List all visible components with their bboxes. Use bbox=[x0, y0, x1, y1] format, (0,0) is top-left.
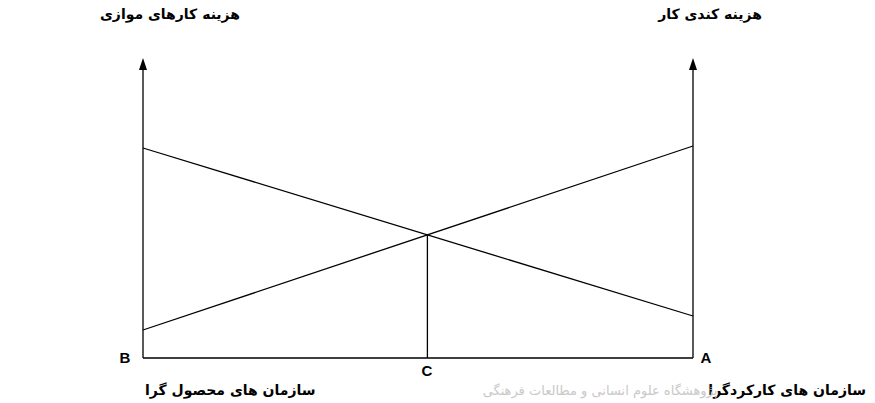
watermark: پژوهشگاه علوم انسانی و مطالعات فرهنگی bbox=[483, 383, 718, 399]
axis-title: هزینه کارهای موازی bbox=[100, 6, 240, 23]
base-axis bbox=[143, 357, 693, 358]
point-letter: C bbox=[422, 362, 433, 380]
axis-arrowhead bbox=[139, 58, 147, 70]
right-axis bbox=[692, 66, 693, 358]
axis-end-label: سازمان های کارکردگرا bbox=[708, 382, 866, 399]
point-letter: B bbox=[120, 349, 131, 367]
optimum-line bbox=[427, 235, 428, 358]
axis-end-label: سازمان های محصول گرا bbox=[145, 382, 316, 399]
left-axis bbox=[142, 66, 143, 358]
slowness-cost-line bbox=[143, 146, 693, 330]
axis-arrowhead bbox=[689, 58, 697, 70]
axis-title: هزینه کندی کار bbox=[658, 6, 762, 23]
point-letter: A bbox=[701, 349, 712, 367]
